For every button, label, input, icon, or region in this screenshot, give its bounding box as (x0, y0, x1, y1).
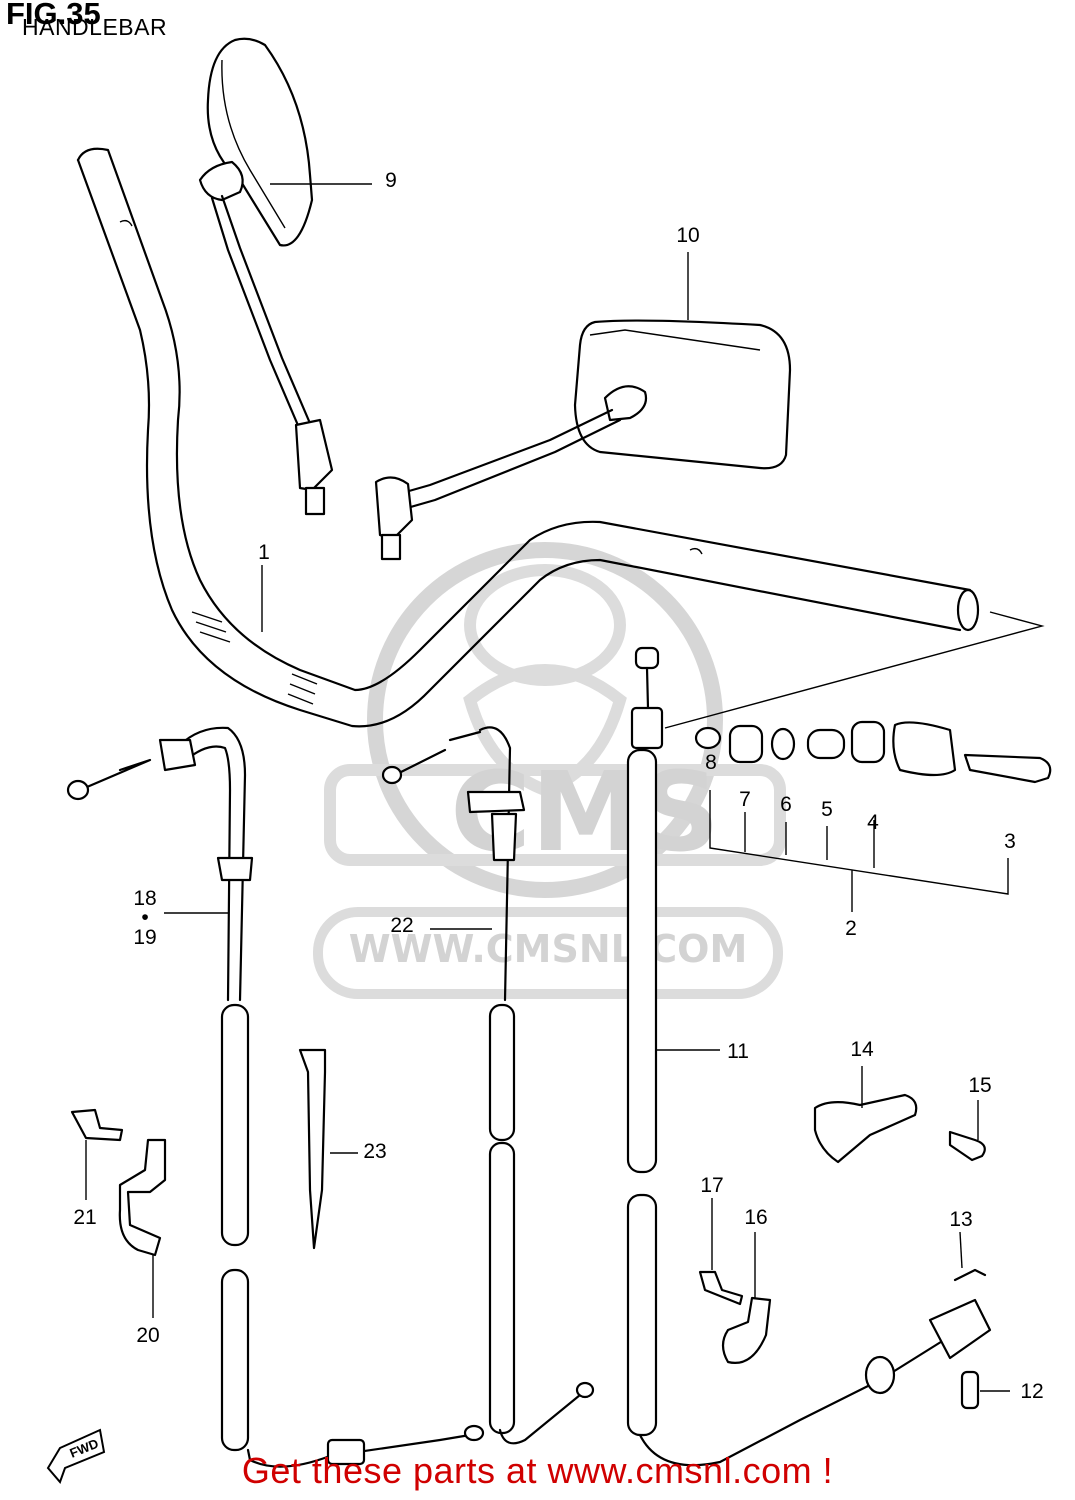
balancer-set (694, 720, 1052, 912)
bolt-21 (70, 1108, 124, 1142)
bolt-17 (698, 1270, 744, 1306)
callout-10: 10 (676, 224, 699, 247)
figure-subtitle: HANDLEBAR (22, 14, 168, 40)
callout-16: 16 (744, 1206, 767, 1229)
callout-separator: • (141, 906, 148, 929)
mirror-left (198, 37, 334, 516)
clamp-16 (721, 1296, 772, 1364)
callout-9: 9 (385, 169, 397, 192)
callout-13: 13 (949, 1208, 972, 1231)
callout-18: 18 (133, 887, 156, 910)
callout-5: 5 (821, 798, 833, 821)
watermark-url-text: WWW.CMSNL.COM (349, 927, 748, 971)
callout-15: 15 (968, 1074, 991, 1097)
callout-17: 17 (700, 1174, 723, 1197)
throttle-cable (66, 726, 485, 1468)
callout-2: 2 (845, 917, 857, 940)
callout-21: 21 (73, 1206, 96, 1229)
callout-4: 4 (867, 811, 879, 834)
cable-bracket-14 (813, 1093, 918, 1164)
callout-6: 6 (780, 793, 792, 816)
callout-19: 19 (133, 926, 156, 949)
screw-15 (948, 1130, 986, 1162)
cable-tie-23 (298, 1048, 327, 1250)
handlebar (76, 147, 1045, 729)
callout-14: 14 (850, 1038, 874, 1061)
callout-7: 7 (739, 788, 751, 811)
footer-promo-text: Get these parts at www.cmsnl.com ! (241, 1450, 834, 1491)
callout-23: 23 (363, 1140, 386, 1163)
figure-title: FIG.35 (6, 0, 101, 31)
choke-cable (381, 726, 595, 1445)
clip-13 (953, 1268, 987, 1282)
callout-20: 20 (136, 1324, 159, 1347)
mirror-right (374, 319, 792, 561)
callout-3: 3 (1004, 830, 1016, 853)
callout-22: 22 (390, 914, 413, 937)
pin-12 (960, 1370, 980, 1410)
callout-12: 12 (1020, 1380, 1043, 1403)
clamp-20 (118, 1138, 167, 1257)
callouts: 1 2 3 4 5 6 7 8 9 10 11 12 13 14 15 16 1… (73, 169, 1043, 1403)
leader-lines (85, 183, 1010, 1392)
callout-11: 11 (727, 1040, 749, 1063)
callout-1: 1 (258, 541, 270, 564)
clutch-cable (626, 646, 992, 1467)
watermark-logo: CMS WWW.CMSNL.COM (313, 542, 786, 999)
callout-8: 8 (705, 751, 717, 774)
